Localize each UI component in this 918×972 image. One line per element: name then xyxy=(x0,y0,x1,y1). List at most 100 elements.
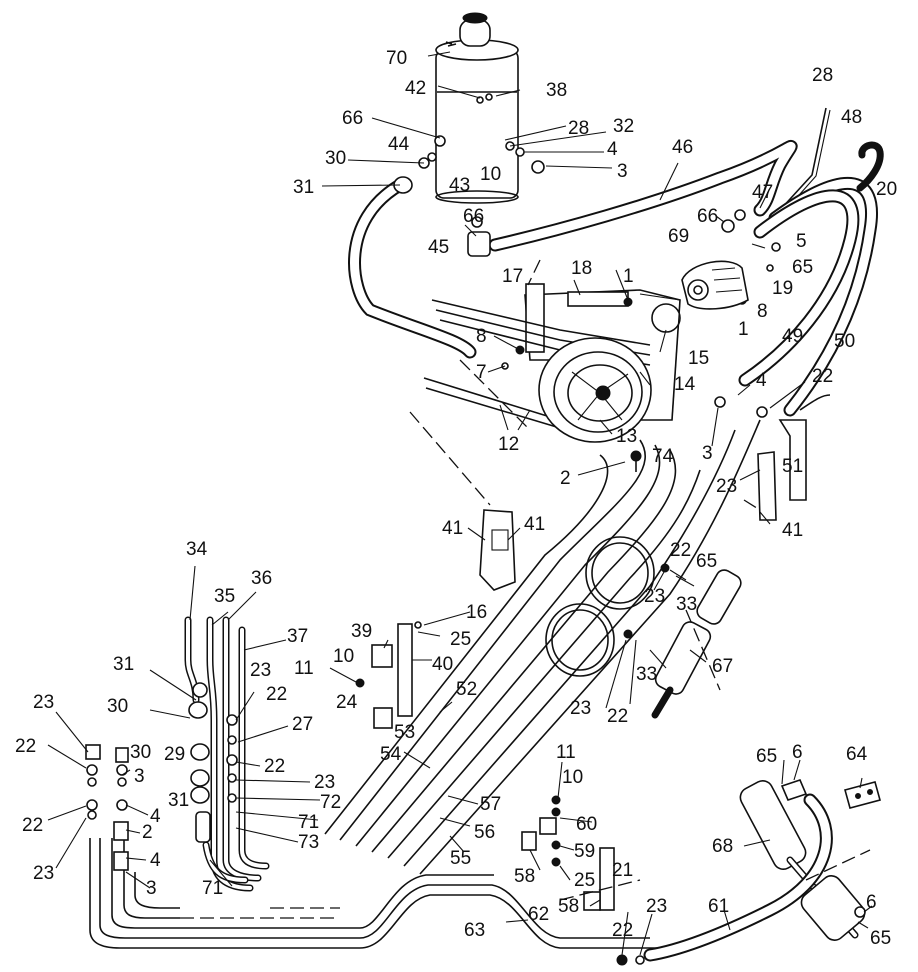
callout-65: 65 xyxy=(756,746,777,767)
callout-4: 4 xyxy=(756,370,767,391)
tube-bundle-main xyxy=(324,419,761,875)
callout-10: 10 xyxy=(562,767,583,788)
callout-71: 71 xyxy=(298,812,319,833)
callout-72: 72 xyxy=(320,792,341,813)
reservoir-tank xyxy=(435,39,519,204)
callout-67: 67 xyxy=(712,656,733,677)
lift-cylinder-68 xyxy=(739,780,866,941)
pump-fittings xyxy=(467,93,781,418)
callout-27: 27 xyxy=(292,714,313,735)
callout-65: 65 xyxy=(792,257,813,278)
callout-16: 16 xyxy=(466,602,487,623)
hydraulic-pump xyxy=(681,260,749,310)
callout-65: 65 xyxy=(870,928,891,949)
callout-57: 57 xyxy=(480,794,501,815)
callout-66: 66 xyxy=(463,206,484,227)
callout-21: 21 xyxy=(612,860,633,881)
reservoir-breather-cap xyxy=(445,12,491,47)
callout-22: 22 xyxy=(812,366,833,387)
callout-71: 71 xyxy=(202,878,223,899)
callout-66: 66 xyxy=(697,206,718,227)
callout-23: 23 xyxy=(570,698,591,719)
hose-61 xyxy=(643,793,833,962)
callout-41: 41 xyxy=(524,514,545,535)
callout-39: 39 xyxy=(351,621,372,642)
callout-25: 25 xyxy=(574,870,595,891)
callout-11: 11 xyxy=(294,658,314,679)
callout-53: 53 xyxy=(394,722,415,743)
callout-30: 30 xyxy=(130,742,151,763)
callout-41: 41 xyxy=(442,518,463,539)
callout-17: 17 xyxy=(502,266,523,287)
cylinder-67 xyxy=(651,621,712,719)
bracket-51 xyxy=(757,394,831,521)
callout-66: 66 xyxy=(342,108,363,129)
callout-23: 23 xyxy=(646,896,667,917)
callout-49: 49 xyxy=(782,326,803,347)
callout-22: 22 xyxy=(22,815,43,836)
bracket-58-60 xyxy=(521,795,561,867)
pressure-hoses-49-50 xyxy=(738,177,878,417)
callout-3: 3 xyxy=(134,766,145,787)
callout-68: 68 xyxy=(712,836,733,857)
callout-42: 42 xyxy=(405,78,426,99)
callout-65: 65 xyxy=(696,551,717,572)
callout-62: 62 xyxy=(528,904,549,925)
callout-35: 35 xyxy=(214,586,235,607)
callout-8: 8 xyxy=(757,301,768,322)
callout-37: 37 xyxy=(287,626,308,647)
callout-33: 33 xyxy=(636,664,657,685)
callout-labels: 70 42 38 66 28 32 44 4 30 10 3 43 31 46 … xyxy=(15,48,897,949)
callout-46: 46 xyxy=(672,137,693,158)
callout-5: 5 xyxy=(796,231,807,252)
callout-7: 7 xyxy=(476,362,487,383)
left-fitting-stack xyxy=(85,682,249,884)
callout-24: 24 xyxy=(336,692,358,713)
callout-31: 31 xyxy=(168,790,189,811)
callout-58: 58 xyxy=(514,866,535,887)
callout-43: 43 xyxy=(449,175,470,196)
callout-61: 61 xyxy=(708,896,729,917)
callout-3: 3 xyxy=(146,878,157,899)
callout-29: 29 xyxy=(164,744,185,765)
callout-23: 23 xyxy=(250,660,271,681)
bracket-21 xyxy=(583,847,615,911)
bracket-40 xyxy=(371,623,413,729)
callout-11: 11 xyxy=(556,742,576,763)
callout-23: 23 xyxy=(33,863,54,884)
callout-64: 64 xyxy=(846,744,868,765)
callout-31: 31 xyxy=(293,177,314,198)
callout-56: 56 xyxy=(474,822,495,843)
callout-63: 63 xyxy=(464,920,485,941)
callout-4: 4 xyxy=(150,850,161,871)
callout-50: 50 xyxy=(834,331,855,352)
callout-55: 55 xyxy=(450,848,471,869)
callout-36: 36 xyxy=(251,568,272,589)
callout-52: 52 xyxy=(456,679,477,700)
bolts-and-nuts xyxy=(355,297,670,966)
callout-22: 22 xyxy=(670,540,691,561)
callout-23: 23 xyxy=(314,772,335,793)
callout-10: 10 xyxy=(480,164,501,185)
callout-30: 30 xyxy=(107,696,128,717)
callout-28: 28 xyxy=(812,65,833,86)
callout-30: 30 xyxy=(325,148,346,169)
callout-48: 48 xyxy=(841,107,862,128)
callout-31: 31 xyxy=(113,654,134,675)
leader-lines xyxy=(47,51,873,956)
callout-22: 22 xyxy=(612,920,633,941)
callout-10: 10 xyxy=(333,646,354,667)
callout-23: 23 xyxy=(644,586,665,607)
tube-bundle-bottom xyxy=(89,838,660,949)
callout-23: 23 xyxy=(33,692,54,713)
plate-64 xyxy=(844,781,881,809)
callout-22: 22 xyxy=(264,756,285,777)
callout-20: 20 xyxy=(876,179,897,200)
callout-74: 74 xyxy=(652,446,674,467)
callout-3: 3 xyxy=(617,161,628,182)
cylinder-33 xyxy=(696,569,742,625)
callout-1: 1 xyxy=(738,319,749,340)
return-hose-46 xyxy=(488,139,798,252)
callout-22: 22 xyxy=(15,736,36,757)
